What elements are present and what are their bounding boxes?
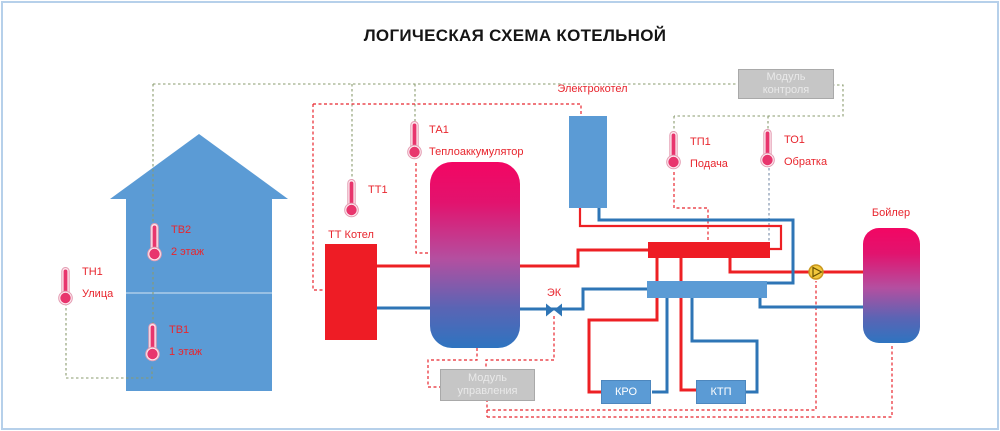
electric-boiler xyxy=(569,116,607,208)
page-title: ЛОГИЧЕСКАЯ СХЕМА КОТЕЛЬНОЙ xyxy=(363,26,667,45)
to1-thermometer-icon xyxy=(760,129,775,168)
tt-boiler xyxy=(325,244,377,340)
tp1-code: ТП1 xyxy=(690,136,711,148)
tp1-thermometer-icon xyxy=(666,131,681,170)
ktp-label: КТП xyxy=(710,386,732,398)
ek-valve-label: ЭК xyxy=(546,287,562,299)
pump-icon xyxy=(808,264,824,280)
tb1-thermometer-icon xyxy=(145,323,160,362)
tb1-code: ТВ1 xyxy=(169,324,190,336)
tb2-thermometer-icon xyxy=(147,223,162,262)
ta1-code: ТА1 xyxy=(429,124,449,136)
heat-accumulator-tank xyxy=(430,162,520,348)
tt1-thermometer-icon xyxy=(344,179,359,218)
control-module: Модуль контроля xyxy=(738,69,834,99)
ek-valve-icon xyxy=(546,303,562,317)
tp1-desc: Подача xyxy=(690,158,728,170)
tt-boiler-label: ТТ Котел xyxy=(328,229,374,241)
kro-box: КРО xyxy=(601,380,651,404)
ta1-thermometer-icon xyxy=(407,121,422,160)
to1-code: ТО1 xyxy=(784,134,805,146)
sensor-bus-lines xyxy=(65,83,844,379)
return-manifold xyxy=(647,281,767,298)
control-module-label: Модуль контроля xyxy=(762,71,810,96)
management-module-label: Модуль управления xyxy=(457,372,518,397)
tb1-desc: 1 этаж xyxy=(169,346,202,358)
ktp-box: КТП xyxy=(696,380,746,404)
tn1-thermometer-icon xyxy=(58,267,73,306)
hot-pipes xyxy=(377,208,863,394)
ta1-desc: Теплоаккумулятор xyxy=(429,146,524,158)
tb2-code: ТВ2 xyxy=(171,224,192,236)
tn1-code: ТН1 xyxy=(82,266,103,278)
management-module: Модуль управления xyxy=(440,369,535,401)
tt1-code: ТТ1 xyxy=(368,184,388,196)
tb2-desc: 2 этаж xyxy=(171,246,204,258)
electric-boiler-label: Электрокотел xyxy=(557,83,628,95)
house-roof xyxy=(110,134,288,199)
supply-manifold xyxy=(648,242,770,258)
boiler-label: Бойлер xyxy=(871,207,911,219)
control-dashed-lines xyxy=(312,103,893,418)
to1-desc: Обратка xyxy=(784,156,828,168)
boiler-tank xyxy=(863,228,920,343)
kro-label: КРО xyxy=(614,386,638,398)
tn1-desc: Улица xyxy=(82,288,114,300)
